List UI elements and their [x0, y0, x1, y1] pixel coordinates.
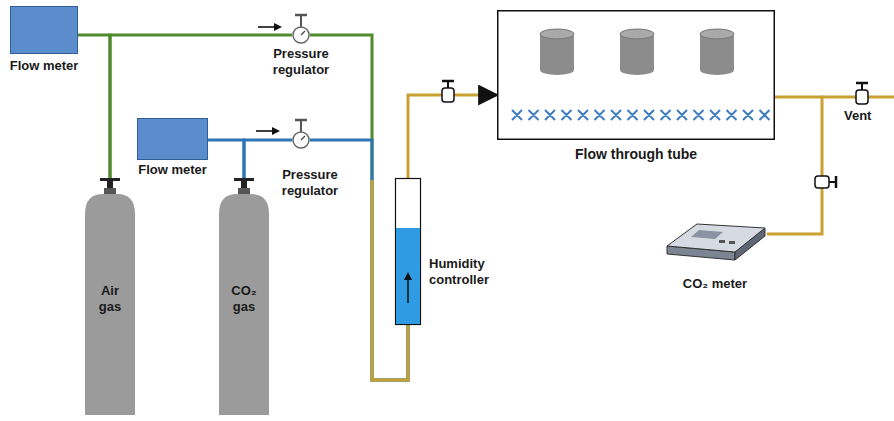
node-shape	[10, 6, 78, 54]
flow-through-tube: Flow through tube	[497, 10, 775, 140]
node-label: Humidity controller	[429, 256, 507, 288]
node-shape	[137, 118, 208, 160]
inlet-valve	[442, 81, 454, 102]
pressure-regulator: Pressure regulator	[292, 117, 310, 149]
co2-meter: CO₂ meter	[663, 222, 767, 270]
gas-pipe	[408, 95, 497, 178]
node-label: Pressure regulator	[270, 167, 350, 199]
node-shape	[395, 178, 421, 325]
node-label: Pressure regulator	[261, 46, 341, 78]
regulator-gauge	[293, 15, 309, 43]
meter-valve	[815, 176, 836, 188]
flow-arrow	[256, 23, 282, 135]
water-column	[396, 179, 421, 325]
cylinder-body	[219, 180, 269, 416]
gas-cylinder: CO₂ gas	[219, 178, 269, 415]
node-label: CO₂ gas	[226, 283, 262, 315]
gas-pipe	[110, 35, 292, 178]
flow-meter-box	[11, 7, 78, 54]
flow-meter: Flow meter	[10, 6, 78, 54]
node-shape	[292, 12, 310, 44]
sample-cup	[700, 29, 734, 75]
cylinder-body	[85, 180, 135, 416]
humidity-controller: Humidity controller	[395, 178, 421, 325]
meter-device	[667, 224, 765, 260]
pressure-regulator: Pressure regulator	[292, 12, 310, 44]
gas-pipe	[78, 35, 110, 178]
node-label: CO₂ meter	[663, 276, 767, 292]
mesh-marks	[512, 110, 770, 120]
node-shape	[292, 117, 310, 149]
node-label: Air gas	[92, 283, 128, 315]
regulator-gauge	[293, 120, 309, 148]
node-shape	[663, 222, 767, 270]
sample-cup	[620, 29, 654, 75]
sample-cup	[540, 29, 574, 75]
node-label: Flow meter	[137, 162, 208, 178]
node-shape	[497, 10, 775, 140]
vent-valve	[856, 83, 868, 104]
gas-cylinder: Air gas	[85, 178, 135, 415]
gas-pipe	[208, 140, 244, 178]
gas-pipe	[767, 97, 822, 234]
flow-meter-box	[138, 119, 208, 160]
node-label: Flow through tube	[497, 146, 775, 162]
vent-label: Vent	[844, 108, 871, 124]
flow-meter: Flow meter	[137, 118, 208, 160]
tube-chamber	[498, 11, 775, 140]
node-label: Flow meter	[4, 58, 84, 74]
gas-pipe	[310, 35, 408, 380]
